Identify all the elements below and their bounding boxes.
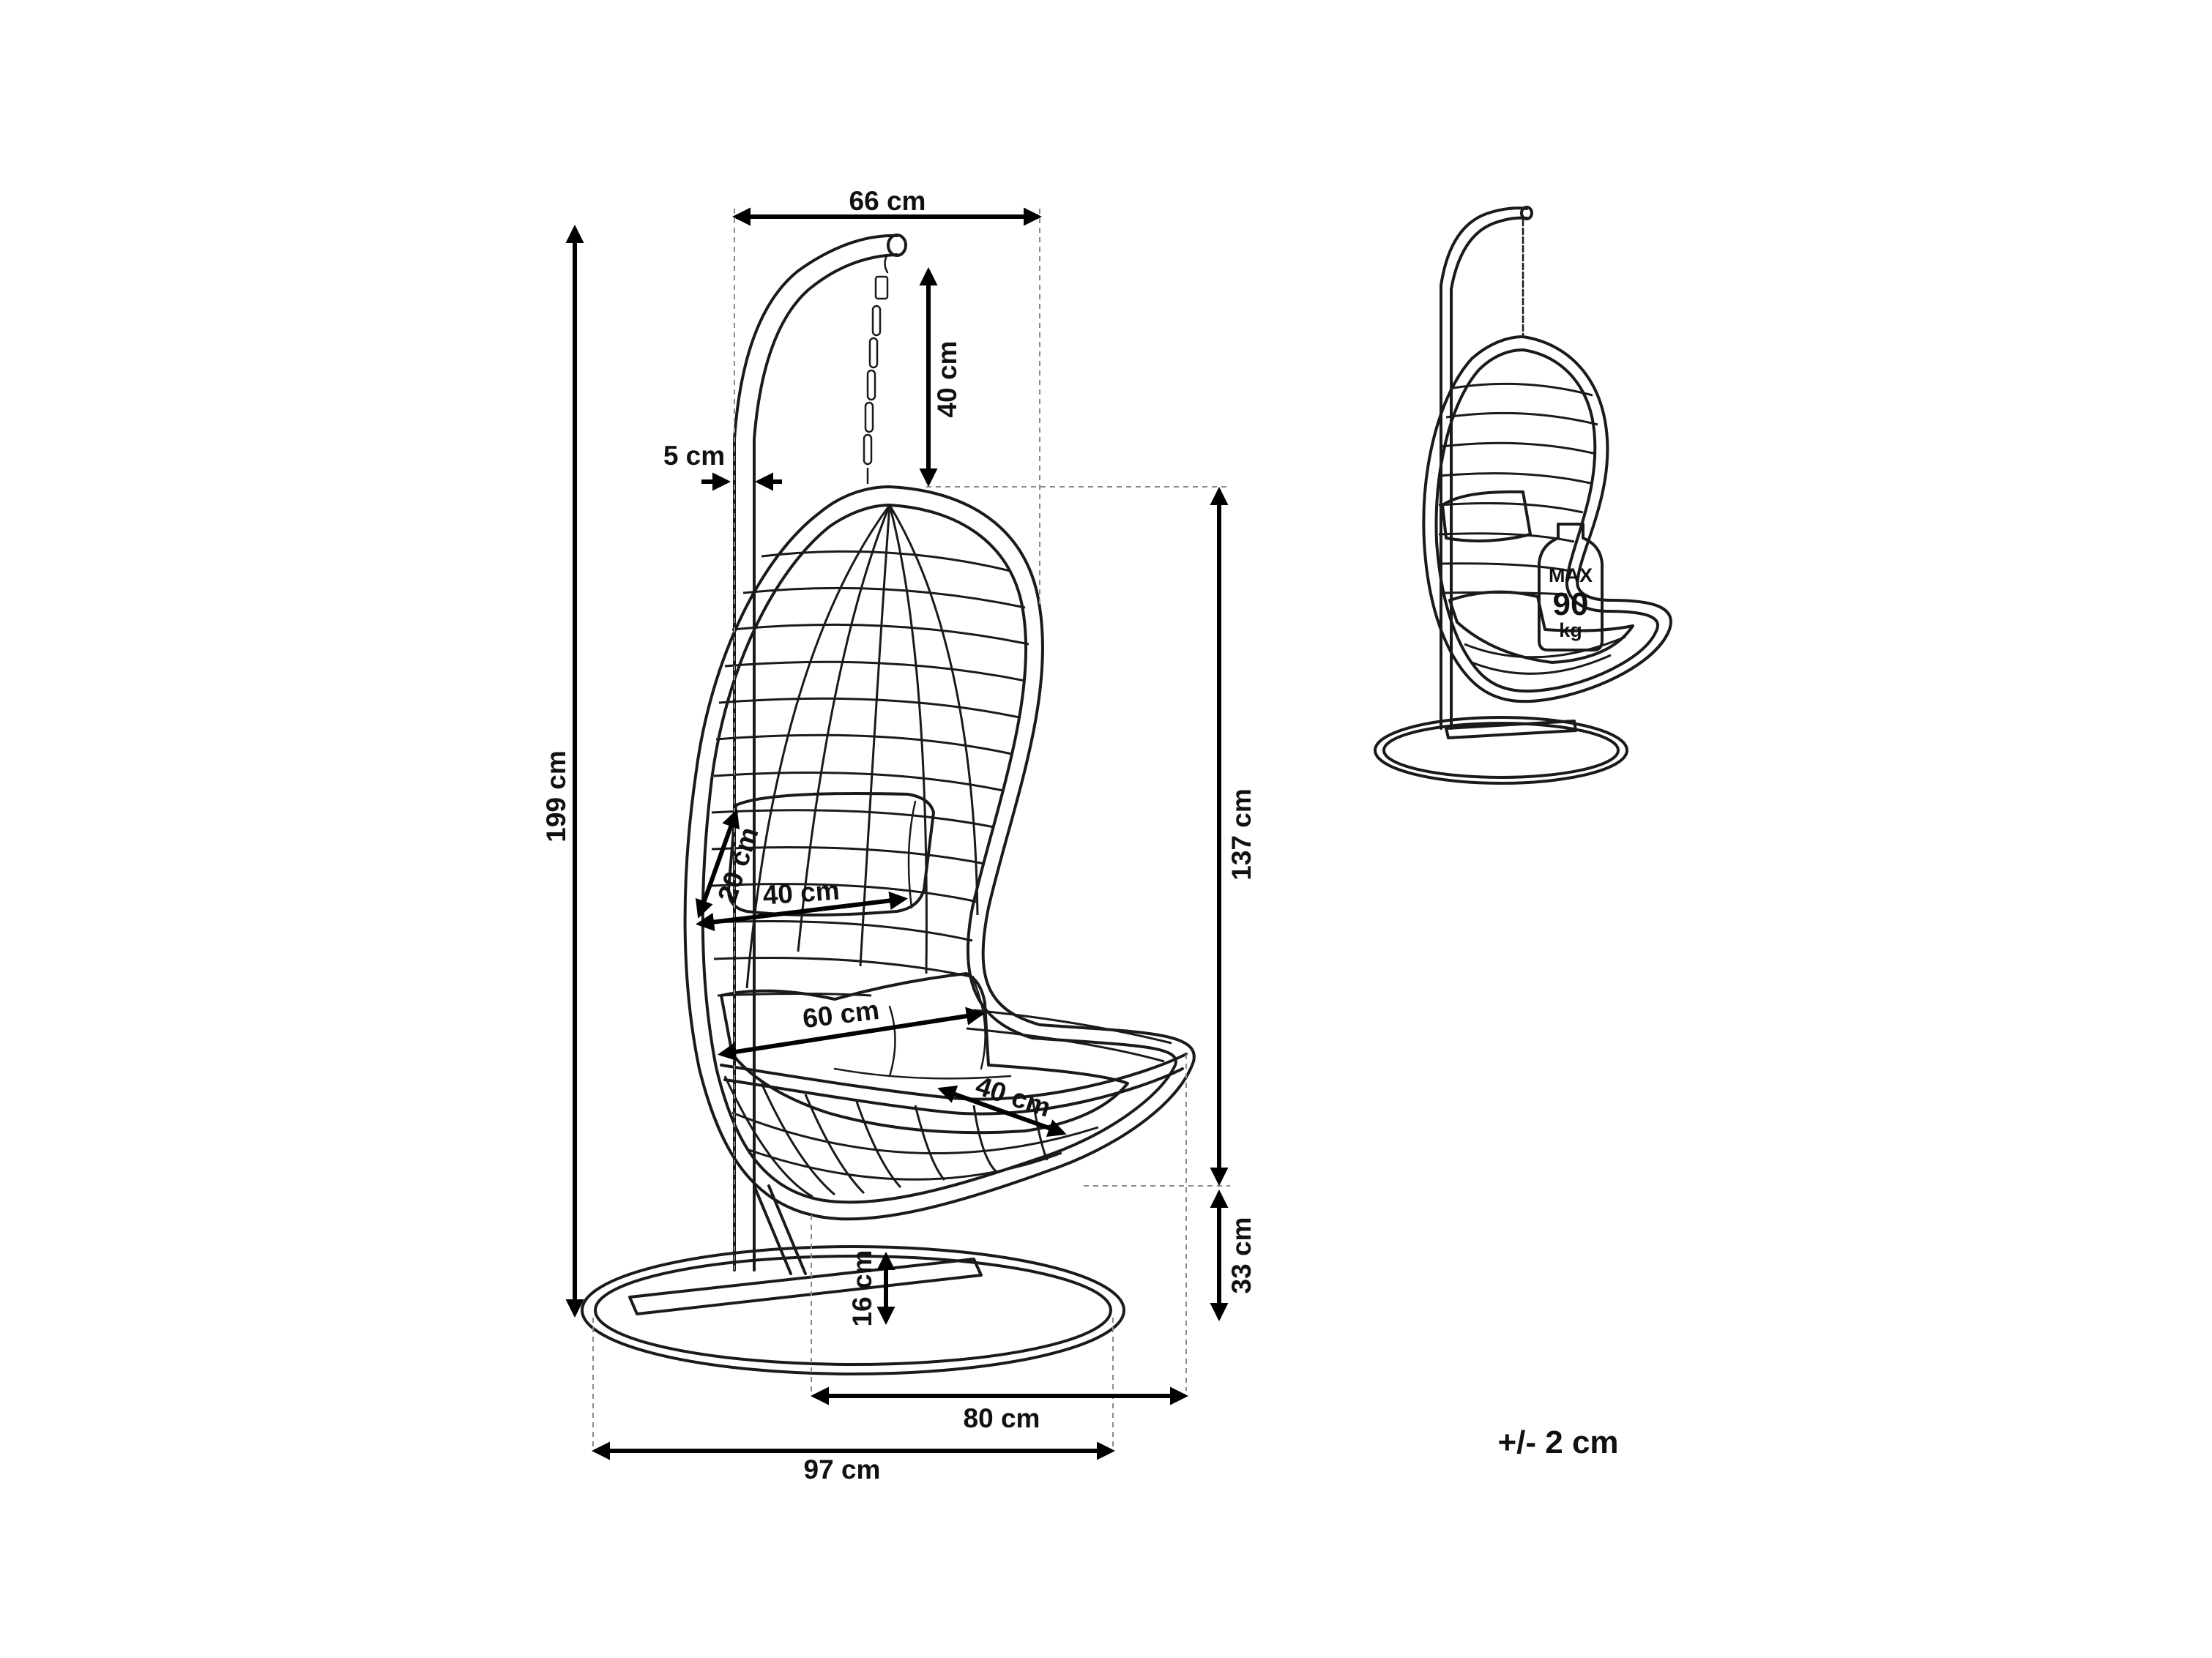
chain [863, 253, 889, 485]
dimension-annotations: 66 cm 40 cm 5 cm 199 cm 137 cm 33 cm 20 … [541, 186, 1256, 1485]
base-height-label: 16 cm [847, 1250, 877, 1327]
chain-length-label: 40 cm [932, 341, 962, 418]
guide-lines [592, 209, 1230, 1449]
tolerance-note: +/- 2 cm [1497, 1424, 1618, 1460]
basket-height-label: 137 cm [1226, 788, 1256, 881]
stand-pole [733, 234, 907, 1275]
max-load-unit: kg [1559, 619, 1582, 641]
max-load-line1: MAX [1549, 564, 1593, 586]
base-width-label: 97 cm [804, 1455, 881, 1485]
top-width-label: 66 cm [849, 186, 926, 216]
seat-width-label: 60 cm [801, 995, 881, 1034]
hanging-chair-small-drawing [1374, 206, 1672, 785]
wicker-basket [683, 485, 1196, 1221]
weight-icon [1538, 523, 1604, 651]
basket-width-label: 80 cm [964, 1403, 1040, 1433]
total-height-label: 199 cm [541, 750, 571, 843]
hanging-chair-main-drawing [581, 234, 1196, 1375]
ground-clearance-label: 33 cm [1226, 1217, 1256, 1294]
max-load-value: 90 [1553, 586, 1589, 622]
max-load-badge: MAX 90 kg [1538, 523, 1604, 651]
pole-thickness-label: 5 cm [663, 441, 725, 471]
pillow-width-label: 40 cm [761, 875, 841, 910]
